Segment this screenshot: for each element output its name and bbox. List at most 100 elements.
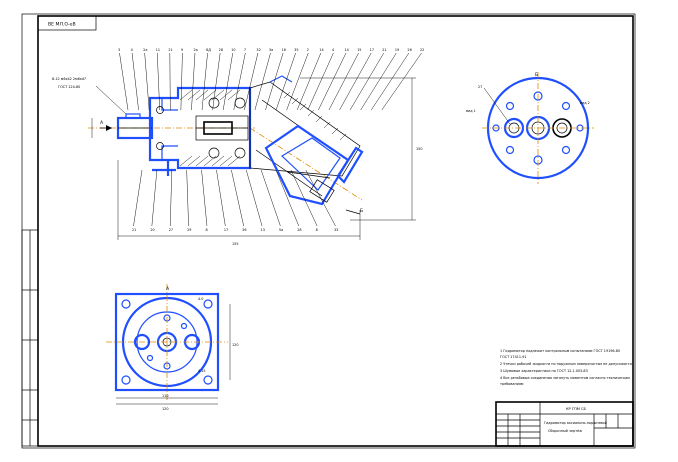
- leader-top-leader-13: [265, 52, 284, 111]
- leader-top-4: 21: [168, 48, 172, 52]
- leader-top-leader-6: [191, 52, 196, 111]
- leader-bottom-4: 8: [205, 228, 207, 232]
- leader-bottom-leader-5: [216, 169, 226, 227]
- leader-top-6: 2а: [194, 48, 198, 52]
- leader-top-leader-23: [371, 52, 410, 111]
- leader-top-leader-8: [212, 52, 221, 111]
- leader-bottom-leader-7: [246, 169, 263, 227]
- leader-top-21: 21: [382, 48, 386, 52]
- spec-line-2: ГОСТ 124-80: [58, 85, 80, 89]
- leader-top-leader-12: [254, 52, 271, 111]
- bottom-dim-2: 120: [162, 407, 168, 411]
- leader-top-9: 10: [231, 48, 235, 52]
- bottom-flange-view: А 4.0 4.15 110 120 120: [106, 284, 238, 411]
- leader-top-leader-15: [286, 52, 309, 111]
- inclined-rotor: [264, 124, 350, 206]
- bottom-dim-h: 120: [232, 343, 238, 347]
- note-6: требованиям: [500, 382, 524, 386]
- title-name: Гидромотор аксиально-поршневой: [544, 421, 607, 425]
- view-b-note-right: вид 2: [580, 101, 590, 105]
- leader-bottom-leader-0: [133, 169, 143, 227]
- note-3: 2 Утечки рабочей жидкости по наружным по…: [500, 362, 632, 366]
- note-1: 1 Гидромотор подлежит контрольным испыта…: [500, 349, 620, 353]
- piston-cylinder-block: [195, 115, 249, 141]
- leader-top-leader-18: [318, 52, 347, 111]
- leader-bottom-leader-4: [201, 169, 208, 227]
- leader-bottom-10: 8: [316, 228, 318, 232]
- leader-top-5: 9: [181, 48, 183, 52]
- leader-top-leader-22: [360, 52, 397, 111]
- main-section-view: 155 150 А Б 8-12 м6х42 2м6хd7 ГОСТ 124-8…: [52, 48, 424, 246]
- view-b-note-left: вид 1: [466, 109, 476, 113]
- bottom-dim-1: 110: [162, 394, 168, 398]
- leader-bottom-leader-9: [275, 169, 299, 227]
- leader-top-leader-19: [328, 52, 359, 111]
- view-b-label: Б: [535, 72, 538, 78]
- main-dimensions: 155 150: [91, 77, 422, 246]
- leader-bottom-leader-6: [231, 169, 244, 227]
- leader-top-13: 16: [282, 48, 286, 52]
- leader-top-3: 11: [156, 48, 160, 52]
- output-shaft: [116, 113, 154, 140]
- dim-length: 155: [232, 242, 238, 246]
- leader-top-leader-9: [222, 52, 233, 111]
- leader-bottom-leader-10: [290, 169, 318, 227]
- leader-top-leader-10: [233, 52, 246, 111]
- technical-notes: 1 Гидромотор подлежит контрольным испыта…: [500, 349, 632, 386]
- leader-top-1: 4: [131, 48, 133, 52]
- rear-cover: [152, 75, 364, 184]
- leader-bottom-0: 21: [132, 228, 136, 232]
- leader-top-11: 32: [256, 48, 260, 52]
- sheet-frame: [21, 13, 636, 449]
- title-sub: Сборочный чертёж: [548, 429, 582, 433]
- leader-top-leader-3: [157, 52, 160, 111]
- leader-bottom-11: 33: [334, 228, 338, 232]
- leader-top-16: 14: [319, 48, 323, 52]
- leader-top-22: 19: [395, 48, 399, 52]
- leader-bottom-leader-11: [305, 169, 336, 227]
- leader-bottom-2: 27: [169, 228, 173, 232]
- note-2: ГОСТ 17411-91: [500, 355, 527, 359]
- dim-height: 150: [416, 147, 422, 151]
- leader-bottom-leader-1: [151, 169, 158, 227]
- section-a-marker: А: [100, 120, 112, 131]
- note-4: 3 Шумовые характеристики по ГОСТ 12.1.00…: [500, 369, 588, 373]
- bottom-a-label: А: [166, 286, 170, 292]
- leader-top-0: 3: [118, 48, 120, 52]
- section-a-label: А: [100, 120, 104, 126]
- view-b-arrow: Б: [345, 208, 363, 215]
- leader-bottom-leader-2: [170, 169, 173, 227]
- leader-top-leader-2: [144, 52, 150, 111]
- title-code: КР ГПМ СБ: [566, 407, 587, 411]
- spec-line-1: 8-12 м6х42 2м6хd7: [52, 77, 86, 81]
- leader-bottom-leader-8: [260, 169, 281, 227]
- leader-top-15: 2: [307, 48, 309, 52]
- top-left-stamp: ВЕ МЛ.О-еВ: [37, 15, 97, 31]
- leader-bottom-6: 36: [242, 228, 246, 232]
- leader-top-leader-5: [180, 52, 183, 111]
- leader-bottom-1: 20: [150, 228, 154, 232]
- view-b-flange: Б 27 вид 1 вид 2: [466, 72, 594, 184]
- leader-bottom-leader-3: [186, 169, 189, 227]
- leader-top-leader-17: [307, 52, 334, 111]
- leader-top-10: 7: [244, 48, 246, 52]
- leader-bottom-7: 13: [261, 228, 265, 232]
- spline-spec: 8-12 м6х42 2м6хd7 ГОСТ 124-80: [52, 77, 127, 115]
- leader-top-leader-0: [119, 52, 129, 111]
- view-b-callout: 27: [478, 85, 482, 89]
- leader-top-24: 22: [420, 48, 424, 52]
- hole-dim-bottom: 4.15: [198, 369, 206, 373]
- leader-top-leader-16: [296, 52, 322, 111]
- leader-top-leader-21: [349, 52, 384, 111]
- stamp-text: ВЕ МЛ.О-еВ: [48, 22, 76, 28]
- leader-top-12: 3а: [269, 48, 273, 52]
- leader-top-leader-20: [339, 52, 372, 111]
- leader-bottom-3: 29: [187, 228, 191, 232]
- leader-top-17: 4: [332, 48, 334, 52]
- leader-top-19: 15: [357, 48, 361, 52]
- hole-dim-top: 4.0: [198, 297, 203, 301]
- leader-top-20: 17: [370, 48, 374, 52]
- leader-top-14: 35: [294, 48, 298, 52]
